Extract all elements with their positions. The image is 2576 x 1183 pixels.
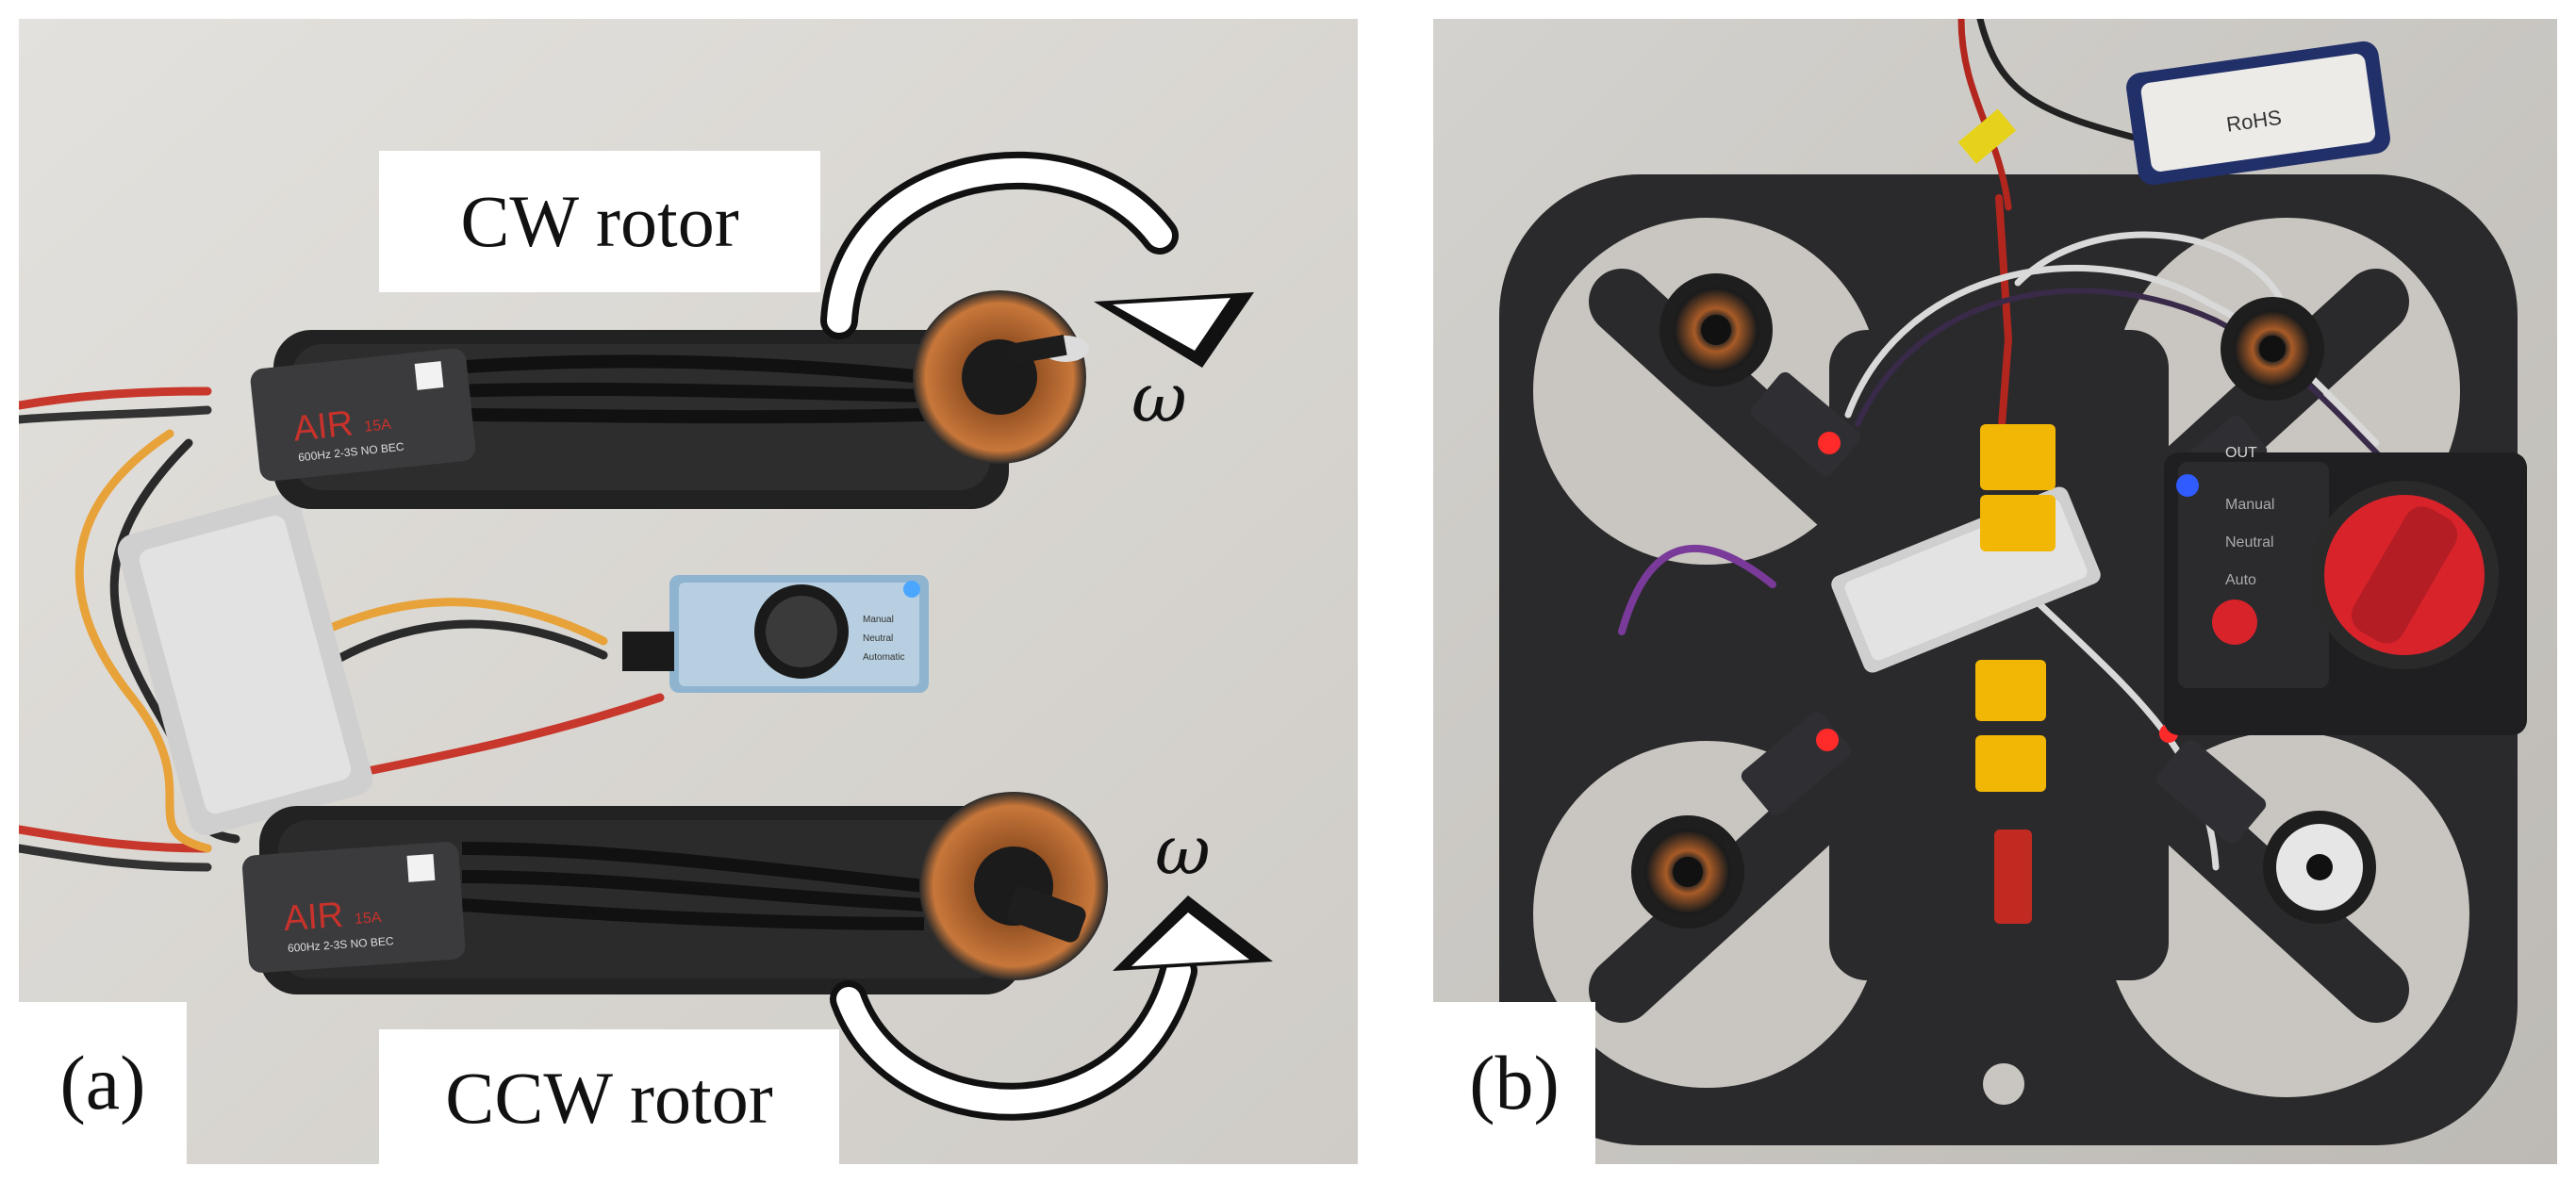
- panel-a-photo: AIR 15A 600Hz 2-3S NO BEC AIR 15A 600Hz …: [19, 19, 1358, 1164]
- cw-rotor-label: CW rotor: [379, 151, 820, 292]
- svg-text:15A: 15A: [354, 910, 382, 928]
- panel-b-photo: RoHS: [1433, 19, 2557, 1164]
- unit-mode-auto: Auto: [2225, 572, 2256, 588]
- ccw-rotor-arm: AIR 15A 600Hz 2-3S NO BEC: [242, 792, 1108, 994]
- unit-mode-manual: Manual: [2225, 497, 2274, 513]
- xt-connectors: [1975, 424, 2056, 924]
- battery-pack: [117, 493, 373, 836]
- esc-rating-text: 15A: [364, 417, 392, 435]
- out-label: OUT: [2225, 445, 2257, 461]
- battery-top: RoHS: [1957, 41, 2390, 186]
- esc-brand-text: AIR: [291, 403, 355, 449]
- omega-bottom-symbol: ω: [1155, 811, 1211, 890]
- mode-switch-unit: OUT Manual Neutral Auto: [2164, 445, 2527, 735]
- mode-switch-box: Manual Neutral Automatic: [622, 575, 929, 693]
- motor-bottom-right: [2263, 811, 2376, 924]
- motor-bottom-left: [1631, 815, 1744, 928]
- cw-rotation-arrow: [820, 151, 1254, 368]
- ccw-rotation-arrow: [830, 895, 1273, 1121]
- ccw-rotor-label: CCW rotor: [379, 1029, 839, 1164]
- panel-b-letter: (b): [1433, 1002, 1595, 1164]
- svg-text:AIR: AIR: [282, 895, 344, 939]
- omega-top-symbol: ω: [1131, 358, 1187, 437]
- unit-mode-neutral: Neutral: [2225, 534, 2274, 550]
- motor-top-left: [1660, 273, 1773, 386]
- cw-rotor-arm: AIR 15A 600Hz 2-3S NO BEC: [250, 290, 1089, 509]
- switch-mode-neutral: Neutral: [863, 633, 893, 644]
- quadcopter-photo: RoHS: [1433, 19, 2557, 1164]
- panel-a-letter: (a): [19, 1002, 187, 1164]
- switch-mode-automatic: Automatic: [863, 652, 904, 663]
- switch-mode-manual: Manual: [863, 615, 894, 625]
- motor-top-right: [2221, 297, 2324, 401]
